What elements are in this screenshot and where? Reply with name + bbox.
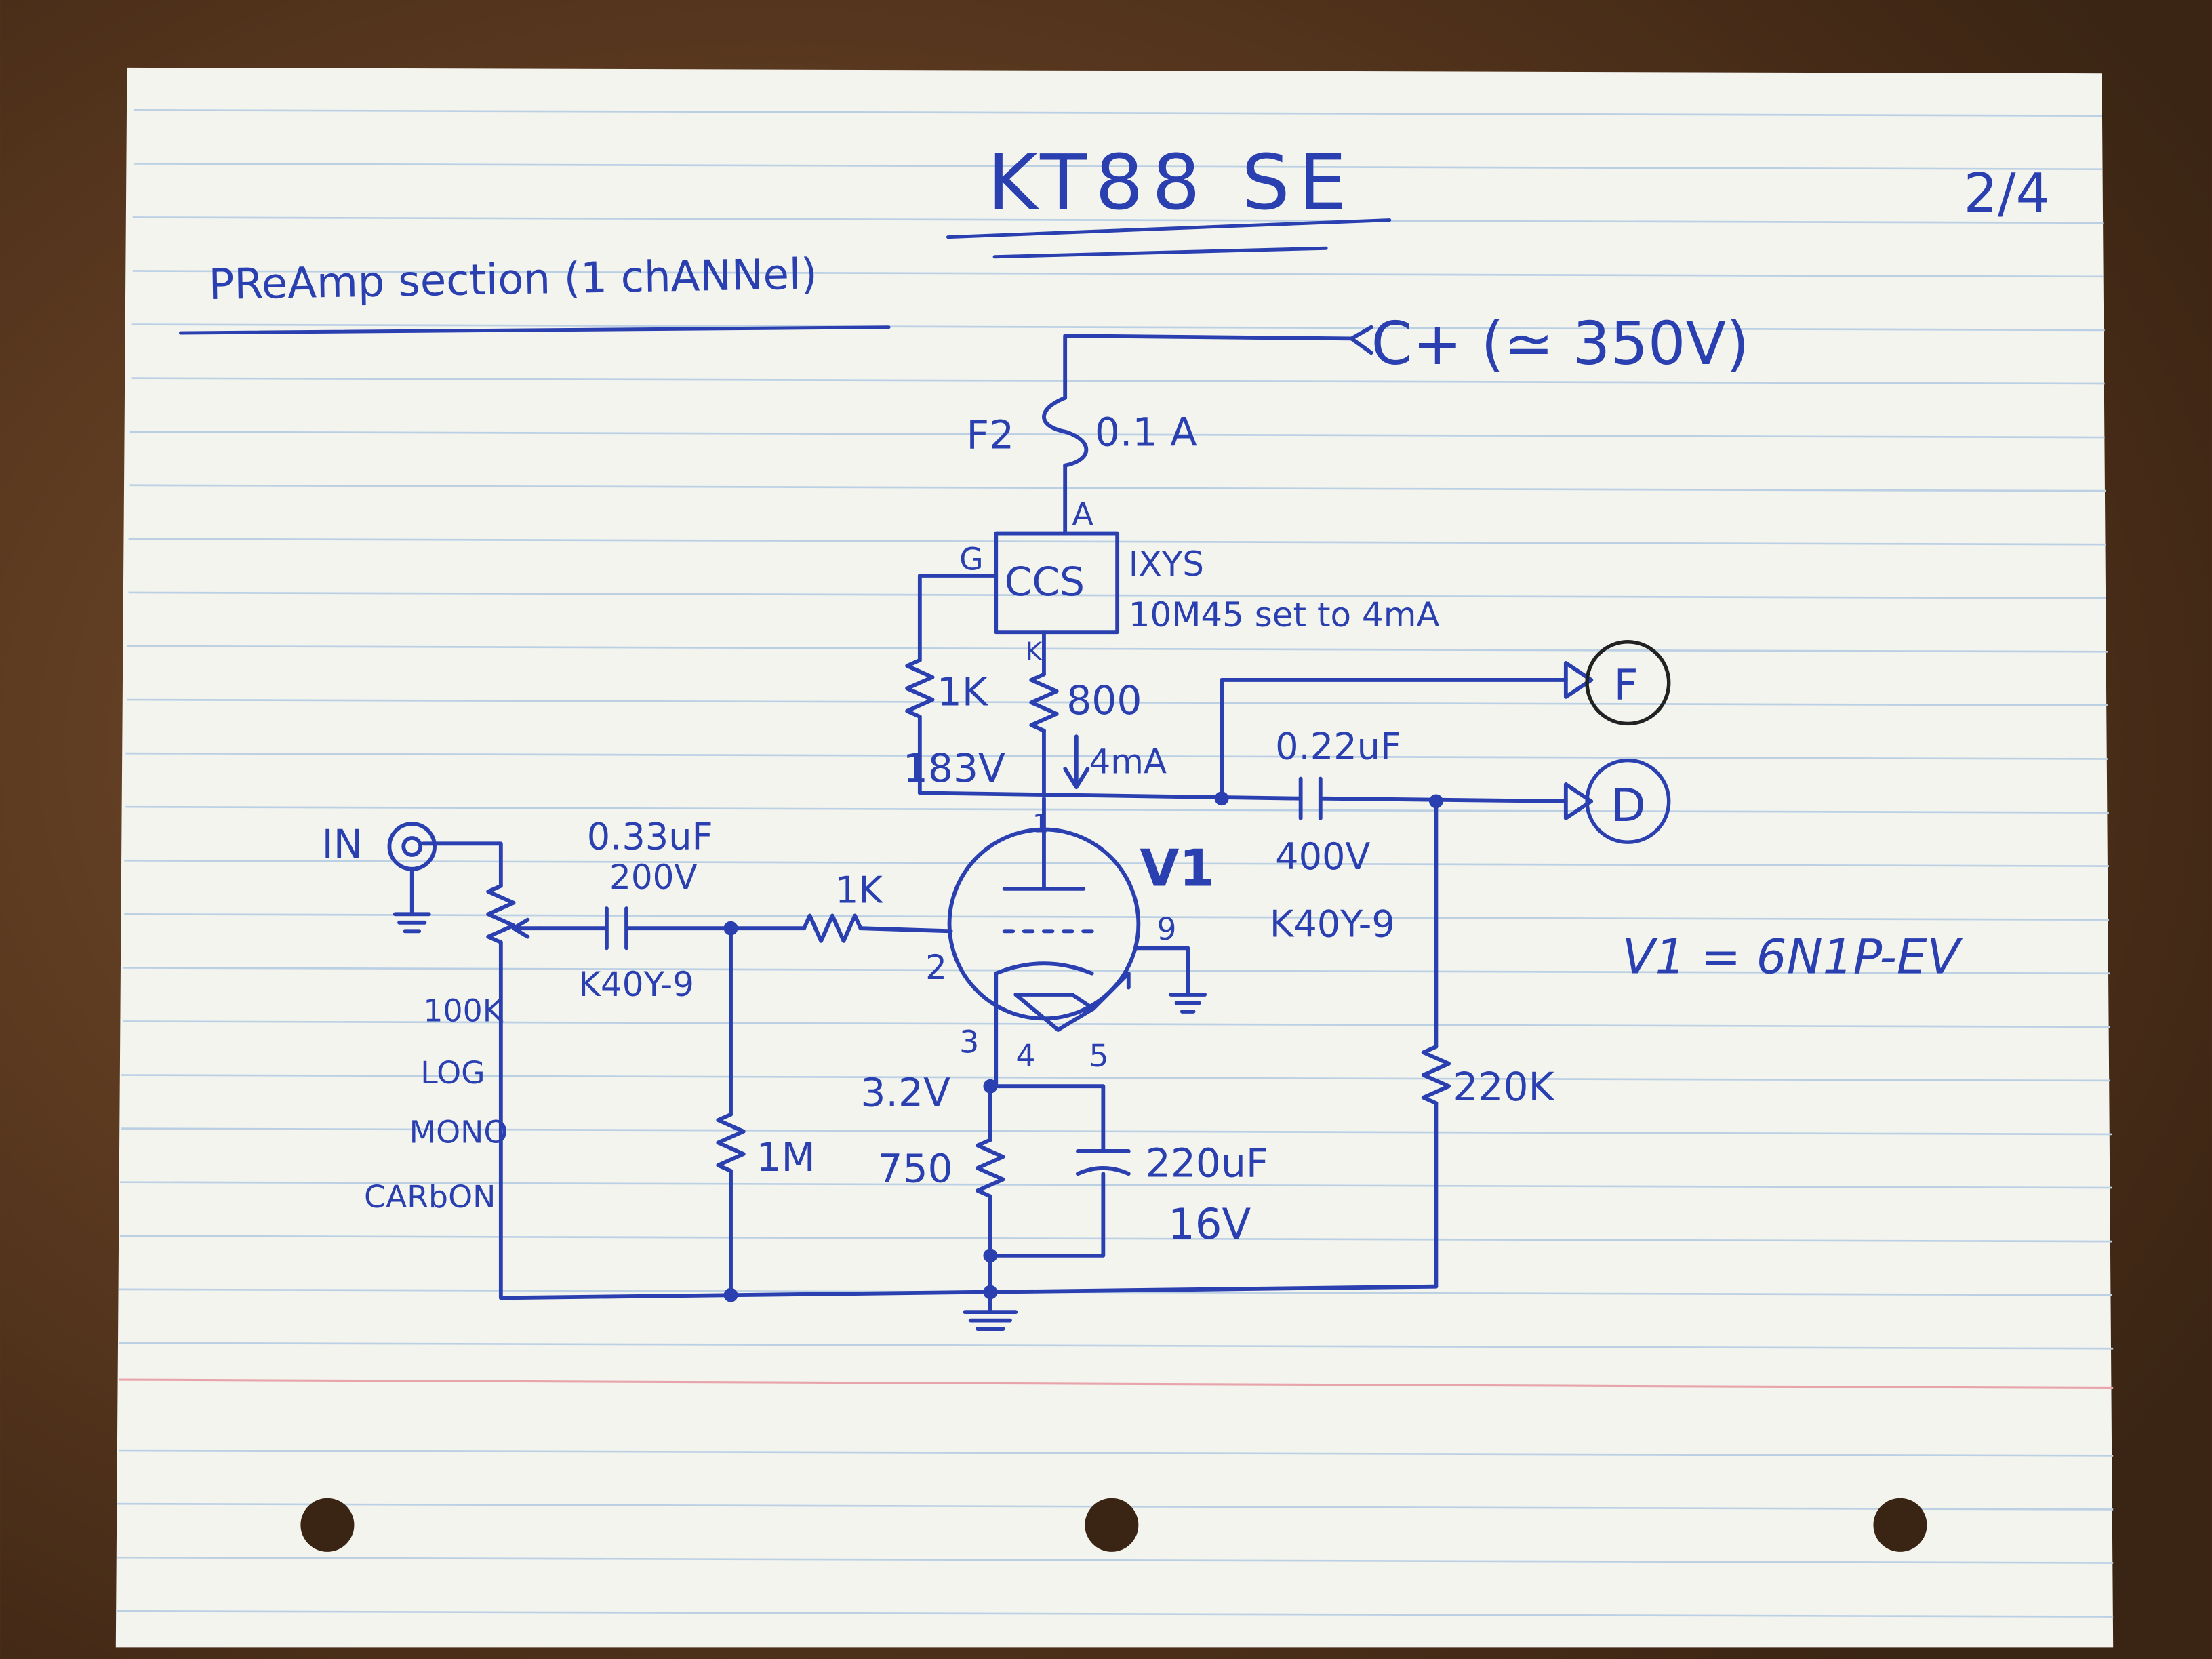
pot-taper: LOG bbox=[420, 1055, 485, 1091]
grid-leak-label: 1M bbox=[756, 1134, 815, 1180]
junction-dot bbox=[1214, 791, 1229, 806]
grid-stopper-label: 1K bbox=[835, 869, 883, 912]
load-resistor-label: 220K bbox=[1453, 1064, 1555, 1110]
junction-dot bbox=[983, 1285, 998, 1300]
ccs-label: CCS bbox=[1005, 559, 1085, 605]
tube-pin-shield: 9 bbox=[1157, 911, 1176, 947]
output-cap-value: 0.22uF bbox=[1275, 725, 1401, 767]
ccs-gate-resistor: 1K bbox=[937, 668, 989, 715]
section-subtitle: PReAmp section (1 chANNel) bbox=[208, 249, 818, 309]
tube-pin-heater-a: 4 bbox=[1015, 1038, 1035, 1074]
tube-pin-plate: 1 bbox=[1032, 809, 1049, 839]
cathode-voltage: 3.2V bbox=[860, 1069, 950, 1115]
output-cap-type: K40Y-9 bbox=[1270, 903, 1395, 946]
junction-dot bbox=[723, 921, 738, 936]
title-underline-2 bbox=[992, 246, 1328, 259]
pot-value: 100K bbox=[423, 993, 503, 1028]
supply-rail-label: C+ (≃ 350V) bbox=[1371, 309, 1750, 378]
ccs-sense-resistor: 800 bbox=[1066, 677, 1142, 723]
paper-sheet bbox=[115, 67, 2114, 1648]
pot-gang: MONO bbox=[409, 1114, 508, 1150]
tube-type-note: V1 = 6N1P-EV bbox=[1622, 929, 1963, 985]
ccs-pin-g: G bbox=[959, 542, 983, 578]
bypass-cap-value: 220uF bbox=[1146, 1140, 1269, 1186]
ccs-voltage: 183V bbox=[903, 745, 1005, 791]
ccs-part: IXYS bbox=[1129, 544, 1204, 584]
ccs-part-note: 10M45 set to 4mA bbox=[1129, 595, 1440, 635]
output-cap-voltage: 400V bbox=[1275, 835, 1370, 878]
ccs-pin-k: K bbox=[1026, 637, 1043, 666]
bypass-cap-voltage: 16V bbox=[1168, 1199, 1251, 1249]
pot-type: CARbON bbox=[364, 1179, 496, 1215]
page-title: KT88 SE bbox=[988, 139, 1355, 227]
page-number: 2/4 bbox=[1964, 162, 2050, 224]
input-cap-type: K40Y-9 bbox=[578, 965, 694, 1004]
tube-pin-grid: 2 bbox=[925, 948, 947, 987]
fuse-rating: 0.1 A bbox=[1095, 409, 1197, 456]
junction-dot bbox=[723, 1287, 738, 1302]
tube-pin-heater-b: 5 bbox=[1089, 1038, 1109, 1074]
subtitle-underline bbox=[179, 325, 891, 335]
tube-label: V1 bbox=[1140, 839, 1214, 898]
junction-dot bbox=[1428, 794, 1443, 809]
input-cap-voltage: 200V bbox=[609, 858, 697, 897]
output-connector-f bbox=[1585, 640, 1671, 726]
ccs-pin-a: A bbox=[1072, 496, 1093, 532]
junction-dot bbox=[983, 1248, 998, 1263]
input-cap-value: 0.33uF bbox=[587, 816, 713, 858]
ccs-current: 4mA bbox=[1089, 742, 1167, 781]
output-d-label: D bbox=[1611, 779, 1645, 832]
junction-dot bbox=[983, 1079, 998, 1094]
output-connector-d bbox=[1585, 758, 1671, 844]
fuse-label: F2 bbox=[967, 412, 1015, 458]
tube-pin-cathode: 3 bbox=[959, 1024, 979, 1060]
title-underline bbox=[946, 218, 1392, 239]
output-f-label: F bbox=[1614, 660, 1638, 710]
input-jack-label: IN bbox=[322, 821, 363, 867]
cathode-resistor: 750 bbox=[877, 1146, 952, 1192]
